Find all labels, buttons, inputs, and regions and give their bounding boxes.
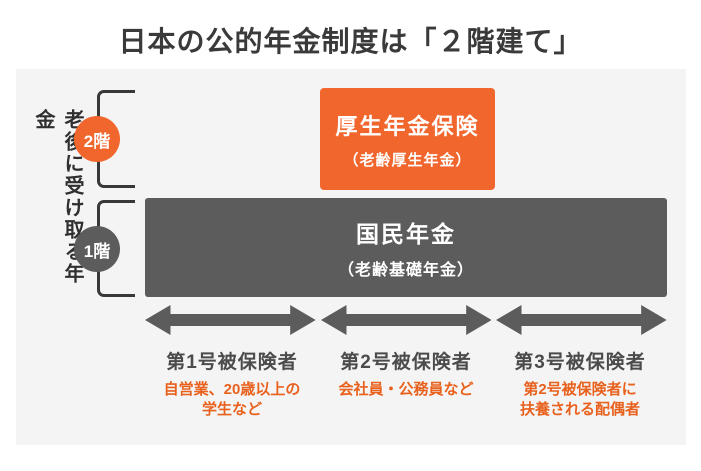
kosei-nenkin-box: 厚生年金保険 （老齢厚生年金） xyxy=(320,88,495,190)
category-range-arrows xyxy=(145,303,668,337)
double-arrow-icon xyxy=(320,303,492,337)
insured-category-descriptions: 自営業、20歳以上の 学生など 会社員・公務員など 第2号被保険者に 扶養される… xyxy=(145,380,667,420)
double-arrow-icon xyxy=(496,303,668,337)
category1-description: 自営業、20歳以上の 学生など xyxy=(145,380,319,420)
kosei-nenkin-title: 厚生年金保険 xyxy=(335,113,480,139)
category1-label: 第1号被保険者 xyxy=(166,352,298,373)
description-line: 自営業、20歳以上の xyxy=(163,381,301,398)
insured-category-labels: 第1号被保険者 第2号被保険者 第3号被保険者 xyxy=(145,347,667,374)
category2-description: 会社員・公務員など xyxy=(319,380,493,420)
category2-label: 第2号被保険者 xyxy=(340,352,472,373)
category3-label: 第3号被保険者 xyxy=(514,352,646,373)
floor2-badge: 2階 xyxy=(74,116,120,162)
kosei-nenkin-subtitle: （老齢厚生年金） xyxy=(343,151,472,169)
description-line: 第2号被保険者に xyxy=(523,381,637,398)
floor1-badge: 1階 xyxy=(74,226,120,272)
description-line: 学生など xyxy=(201,401,262,418)
double-arrow-icon xyxy=(145,303,316,337)
kokumin-nenkin-box: 国民年金 （老齢基礎年金） xyxy=(145,198,667,297)
description-line: 扶養される配偶者 xyxy=(519,401,640,418)
category3-description: 第2号被保険者に 扶養される配偶者 xyxy=(493,380,667,420)
page-title: 日本の公的年金制度は「２階建て」 xyxy=(118,26,583,57)
description-line: 会社員・公務員など xyxy=(338,381,474,398)
kokumin-nenkin-title: 国民年金 xyxy=(356,221,456,247)
kokumin-nenkin-subtitle: （老齢基礎年金） xyxy=(337,262,474,279)
diagram-card: 老後に受け取る年金 2階 厚生年金保険 （老齢厚生年金） 1階 国民年金 （老齢… xyxy=(16,69,686,445)
